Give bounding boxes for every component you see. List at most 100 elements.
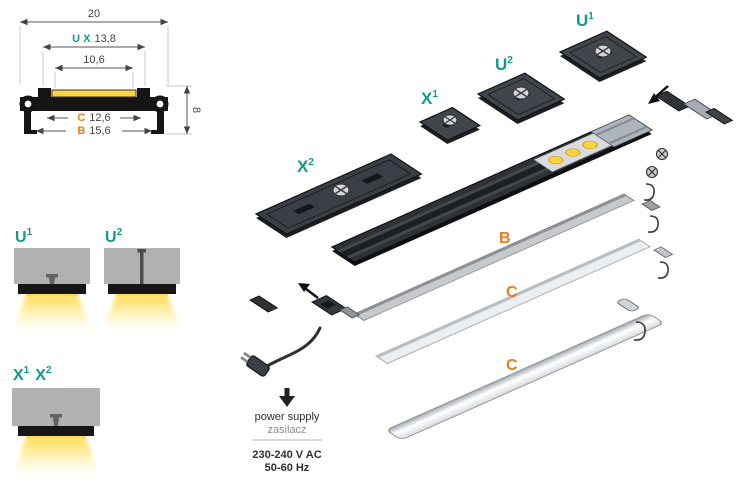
dim-c-text: C 12,6 [77, 112, 110, 124]
dim-ux-label: U X [72, 33, 91, 45]
power-voltage: 230-240 V AC [252, 449, 321, 461]
phillips-screw-icon [594, 44, 612, 58]
dim-ux-value: 13,8 [94, 33, 115, 45]
profile-left-foot [24, 130, 37, 134]
retaining-hook-icon [633, 321, 646, 341]
dim-b-label: B [77, 125, 85, 137]
bracket-u2-inner-line [487, 78, 556, 116]
cover-c2-strip [388, 314, 662, 439]
power-supply-block: power supply zasilacz 230-240 V AC 50-60… [252, 388, 322, 474]
dim-b-chip [66, 124, 122, 137]
cover-b-end-cap [641, 199, 661, 211]
cover-c1-label: C [506, 284, 518, 301]
profile-body-band [20, 97, 168, 111]
exploded-u2-label: U2 [495, 55, 513, 74]
bracket-u1-inner-line [569, 36, 638, 74]
mounted-profile [18, 284, 86, 294]
exploded-u2-sup: 2 [507, 55, 513, 66]
power-wire [262, 326, 322, 370]
mount-u2-label: U2 [105, 227, 123, 246]
mount-u2-base: U [105, 229, 117, 246]
lit-diffuser [26, 294, 78, 297]
aluminium-profile [330, 114, 669, 266]
exploded-u2-base: U [495, 55, 507, 74]
mount-u2-sup: 2 [117, 227, 123, 238]
insert-arrow-icon [298, 283, 319, 299]
bracket-x2-slot-1 [293, 203, 315, 215]
power-plug [240, 351, 270, 377]
mount-u1-label: U1 [15, 227, 33, 246]
profile-right-wall [157, 111, 164, 134]
exploded-u1-base: U [576, 11, 588, 30]
retaining-hook-icon [643, 183, 655, 201]
plug-pin [243, 351, 252, 359]
plug-body [246, 355, 270, 377]
retaining-hook-icon [657, 261, 669, 279]
dim-height-value: 8 [190, 107, 202, 113]
exploded-assembly: X2 X1 [240, 11, 734, 474]
dim-inner-width-value: 10,6 [83, 54, 104, 66]
light-beam [12, 296, 92, 332]
mount-x2-sup: 2 [46, 365, 52, 376]
through-screw [137, 249, 146, 284]
plug-pin [240, 356, 249, 363]
end-cap-set-right [648, 85, 734, 125]
dim-inner-width: 10,6 [55, 54, 133, 72]
light-beam [12, 438, 100, 476]
exploded-u1-label: U1 [576, 11, 594, 30]
dim-c-label: C [77, 112, 85, 124]
led-dot [548, 155, 564, 165]
dim-c-width: C 12,6 [47, 111, 141, 124]
dim-c-value: 12,6 [89, 112, 110, 124]
extension-lines [19, 26, 192, 135]
anchor-clip [50, 414, 62, 426]
mount-diagram-u1: U1 [12, 227, 92, 332]
profile-right-foot [151, 130, 164, 134]
bracket-x2: X2 [254, 153, 423, 238]
down-arrow-icon [279, 388, 295, 407]
power-frequency: 50-60 Hz [265, 462, 310, 474]
end-screw-icon [655, 147, 669, 161]
led-dot [565, 148, 581, 157]
bracket-u2: U2 [476, 55, 566, 124]
mount-diagram-u2: U2 [102, 227, 182, 332]
phillips-screw-icon [332, 183, 350, 197]
dim-height: 8 [183, 86, 202, 134]
mount-x1-base: X [13, 367, 24, 384]
end-screw-icon [645, 165, 659, 179]
cover-b-edge [354, 193, 627, 316]
cover-c2: C [388, 298, 662, 439]
anchor-clip [46, 274, 58, 284]
led-dot [582, 140, 598, 150]
cover-b: B [353, 193, 661, 321]
power-supply-label-en: power supply [255, 411, 320, 423]
dim-overall-width-value: 20 [88, 8, 100, 20]
lit-diffuser [116, 294, 168, 297]
profile-left-curl-opening [24, 100, 32, 108]
feed-end-cap [249, 295, 279, 313]
dim-c-chip [68, 111, 120, 124]
exploded-x2-sup: 2 [308, 157, 314, 168]
profile-cross-section [19, 88, 169, 134]
cover-slid-on [590, 114, 653, 148]
cover-c1-end-cap [653, 246, 674, 258]
power-supply-label-pl: zasilacz [267, 424, 306, 436]
insert-arrow-icon [648, 85, 669, 104]
cover-groove-line [595, 117, 636, 136]
mount-x2-base: X [35, 367, 46, 384]
exploded-x1-sup: 1 [432, 89, 438, 100]
bracket-x1: X1 [418, 89, 482, 144]
mount-u1-base: U [15, 229, 27, 246]
connector-clamp [339, 306, 361, 319]
exploded-x2-base: X [297, 157, 309, 176]
phillips-screw-icon [512, 86, 530, 100]
